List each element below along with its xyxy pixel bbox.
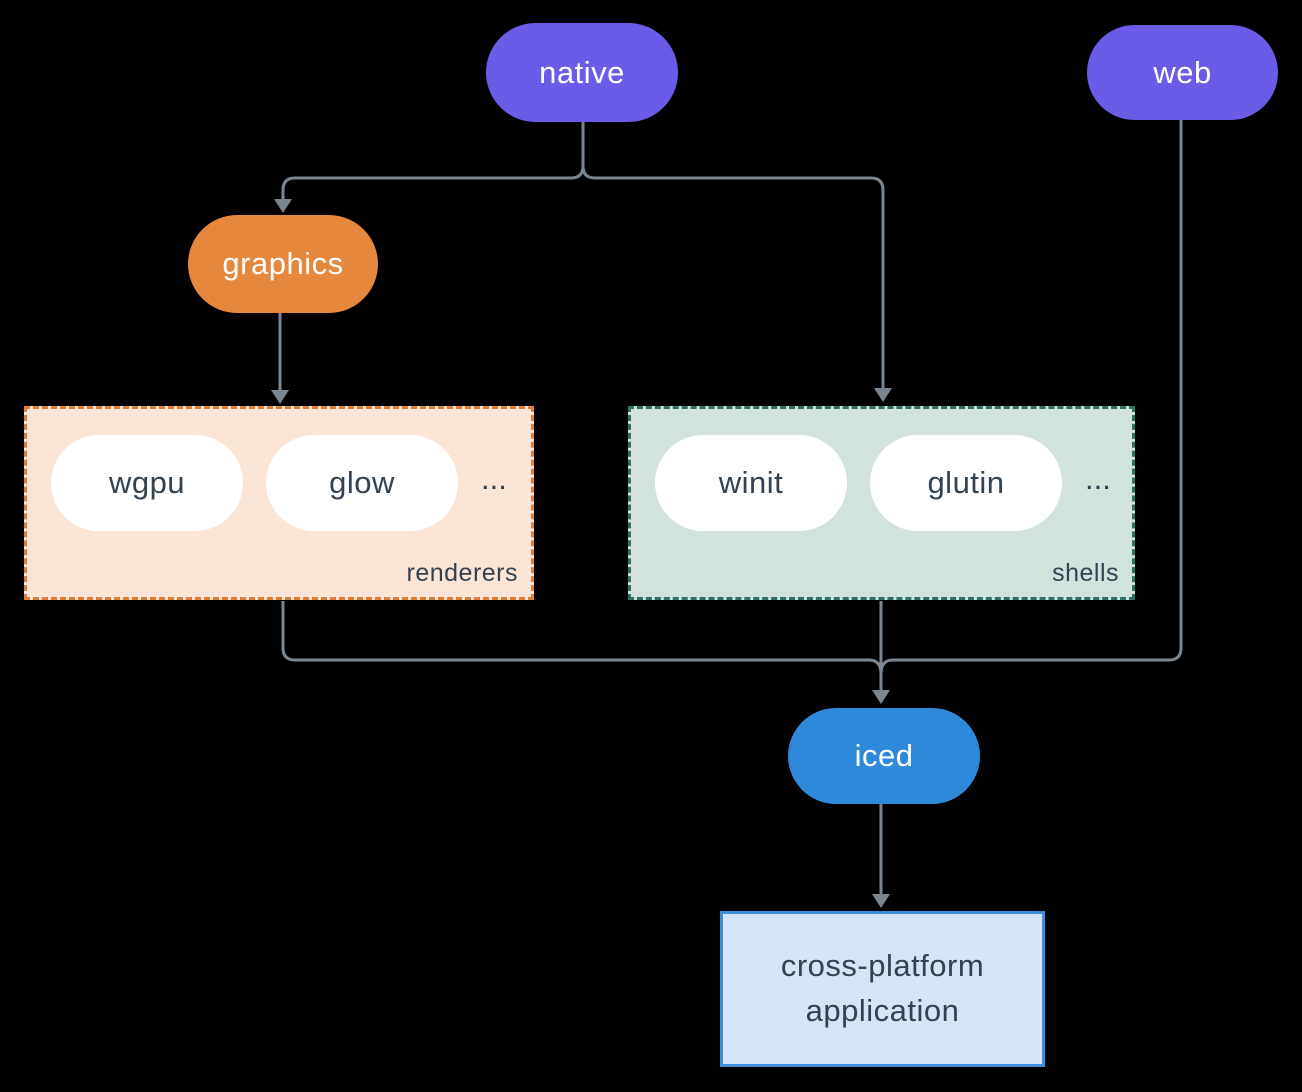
node-glow: glow — [266, 435, 458, 531]
node-graphics: graphics — [188, 215, 378, 313]
node-cross-platform-application: cross-platform application — [720, 911, 1045, 1067]
node-glutin: glutin — [870, 435, 1062, 531]
node-glow-label: glow — [329, 465, 395, 500]
shells-ellipsis: ... — [1085, 461, 1111, 496]
group-renderers-label: renderers — [406, 559, 518, 587]
node-iced-label: iced — [854, 738, 914, 773]
arrowhead-iced — [872, 690, 890, 704]
arrowhead-graphics — [274, 199, 292, 213]
node-native-label: native — [539, 54, 625, 90]
arrowhead-application — [872, 894, 890, 908]
renderers-ellipsis: ... — [481, 461, 507, 496]
group-shells: winit glutin ... shells — [628, 406, 1135, 600]
node-glutin-label: glutin — [927, 465, 1005, 500]
node-graphics-label: graphics — [222, 246, 344, 281]
node-winit: winit — [655, 435, 847, 531]
node-iced: iced — [788, 708, 980, 804]
node-web-label: web — [1153, 54, 1212, 90]
node-winit-label: winit — [718, 465, 784, 500]
arrowhead-renderers — [271, 390, 289, 404]
edge-renderers-to-merge — [281, 601, 883, 675]
group-renderers: wgpu glow ... renderers — [24, 406, 534, 600]
node-wgpu: wgpu — [51, 435, 243, 531]
node-web: web — [1087, 25, 1278, 120]
group-renderers-items: wgpu glow ... — [51, 435, 507, 531]
application-label-line2: application — [805, 993, 960, 1028]
edge-native-to-graphics — [281, 122, 585, 200]
arrowhead-shells — [874, 388, 892, 402]
group-shells-items: winit glutin ... — [655, 435, 1111, 531]
node-native: native — [486, 23, 678, 122]
group-shells-label: shells — [1052, 559, 1119, 587]
node-wgpu-label: wgpu — [108, 465, 186, 500]
application-label-line1: cross-platform — [780, 948, 985, 984]
edge-native-to-shells — [581, 122, 885, 389]
